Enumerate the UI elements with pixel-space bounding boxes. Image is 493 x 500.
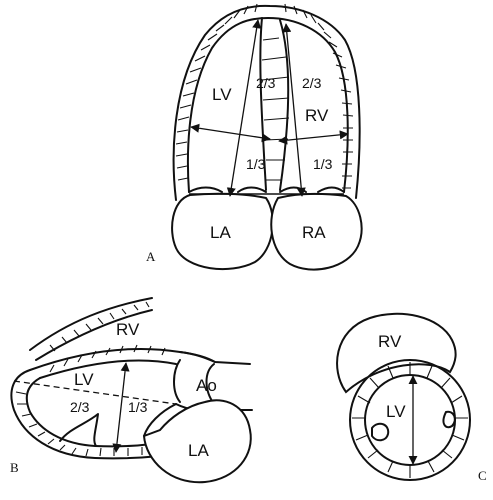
panel-b-long-axis-dashed xyxy=(13,380,177,405)
panel-a-lv-transverse xyxy=(190,123,271,143)
panel-a-inner-wall xyxy=(186,17,349,193)
panel-c-letter: C xyxy=(478,468,487,483)
panel-a-letter: A xyxy=(146,249,156,264)
panel-a-lv-lower-fraction: 1/3 xyxy=(246,156,266,172)
panel-c-right-ventricle xyxy=(336,312,457,394)
panel-b-mitral-leaflet xyxy=(143,403,177,437)
panel-a-mitral-valve xyxy=(188,186,267,193)
panel-c-papillary-right xyxy=(442,410,456,429)
panel-b-lv-diameter xyxy=(112,362,130,453)
panel-a-lv-upper-fraction: 2/3 xyxy=(256,75,276,91)
panel-a-ra-label: RA xyxy=(302,223,326,242)
panel-a-septum-hatching xyxy=(261,37,290,181)
panel-c-lv-label: LV xyxy=(386,402,406,421)
panel-a: LV RV LA RA 2/3 1/3 2/3 1/3 A xyxy=(146,3,363,271)
panel-b-letter: B xyxy=(10,460,19,475)
panel-b-ao-label: Ao xyxy=(196,376,217,395)
panel-c-wall-hatching xyxy=(352,362,468,478)
panel-b-lv-label: LV xyxy=(74,370,94,389)
panel-c-lv-inner xyxy=(364,374,456,466)
panel-c-papillary-left xyxy=(371,422,390,442)
panel-b: RV LV Ao LA 2/3 1/3 B xyxy=(10,297,253,484)
panel-b-upper-fraction: 2/3 xyxy=(70,399,90,415)
panel-a-rv-lower-fraction: 1/3 xyxy=(313,156,333,172)
panel-a-rv-label: RV xyxy=(305,106,329,125)
panel-a-rv-upper-fraction: 2/3 xyxy=(302,75,322,91)
panel-a-lv-long-axis xyxy=(226,19,262,197)
panel-b-left-atrium xyxy=(142,399,252,484)
panel-c-rv-label: RV xyxy=(378,332,402,351)
panel-c: RV LV C xyxy=(336,312,487,483)
panel-a-la-label: LA xyxy=(210,223,231,242)
panel-a-rv-long-axis xyxy=(282,23,306,197)
panel-a-rv-transverse xyxy=(278,130,349,145)
panel-b-rv-free-wall xyxy=(29,297,153,361)
panel-b-rv-wall-hatching xyxy=(49,301,150,352)
panel-b-la-label: LA xyxy=(188,441,209,460)
panel-b-septum-hatching xyxy=(49,344,166,373)
panel-b-lv-outer xyxy=(10,369,161,460)
panel-a-outer-wall xyxy=(172,4,361,201)
panel-a-tricuspid-valve xyxy=(279,186,345,193)
panel-a-lv-label: LV xyxy=(212,85,232,104)
panel-c-lv-outer xyxy=(349,359,471,481)
panel-b-lower-fraction: 1/3 xyxy=(128,399,148,415)
panel-b-rv-label: RV xyxy=(116,320,140,339)
panel-b-papillary-muscle xyxy=(59,413,99,447)
